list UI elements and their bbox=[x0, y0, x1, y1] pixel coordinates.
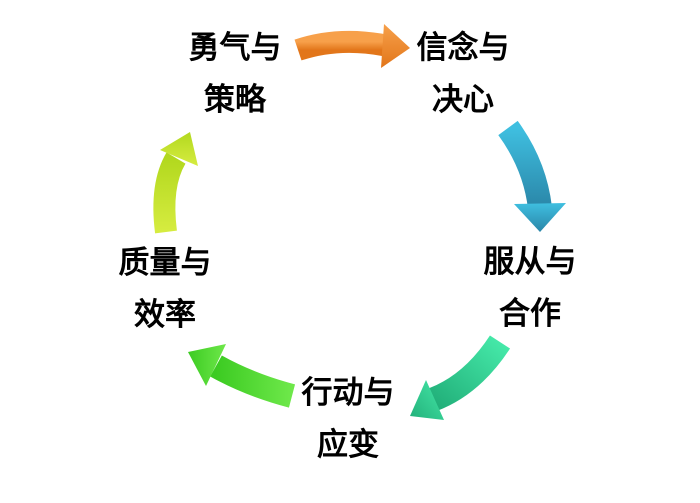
arrow-action-to-quality bbox=[188, 344, 296, 408]
node-quality-line1: 质量与 bbox=[118, 245, 212, 281]
node-obedience-line1: 服从与 bbox=[483, 244, 577, 280]
node-courage: 勇气与 策略 bbox=[165, 22, 305, 126]
node-belief-line2: 决心 bbox=[432, 82, 494, 118]
node-action: 行动与 应变 bbox=[278, 367, 418, 471]
node-belief: 信念与 决心 bbox=[393, 22, 533, 126]
arrow-belief-to-obedience bbox=[498, 120, 566, 232]
arrow-courage-to-belief bbox=[294, 24, 410, 68]
node-courage-line2: 策略 bbox=[204, 82, 266, 118]
node-obedience-line2: 合作 bbox=[499, 296, 561, 332]
node-obedience: 服从与 合作 bbox=[460, 236, 600, 340]
arrow-quality-to-courage bbox=[153, 132, 198, 234]
arrow-obedience-to-action bbox=[410, 335, 511, 420]
node-quality: 质量与 效率 bbox=[95, 237, 235, 341]
node-courage-line1: 勇气与 bbox=[188, 30, 282, 66]
node-action-line2: 应变 bbox=[317, 427, 379, 463]
node-belief-line1: 信念与 bbox=[416, 30, 510, 66]
node-action-line1: 行动与 bbox=[301, 375, 395, 411]
node-quality-line2: 效率 bbox=[134, 297, 196, 333]
